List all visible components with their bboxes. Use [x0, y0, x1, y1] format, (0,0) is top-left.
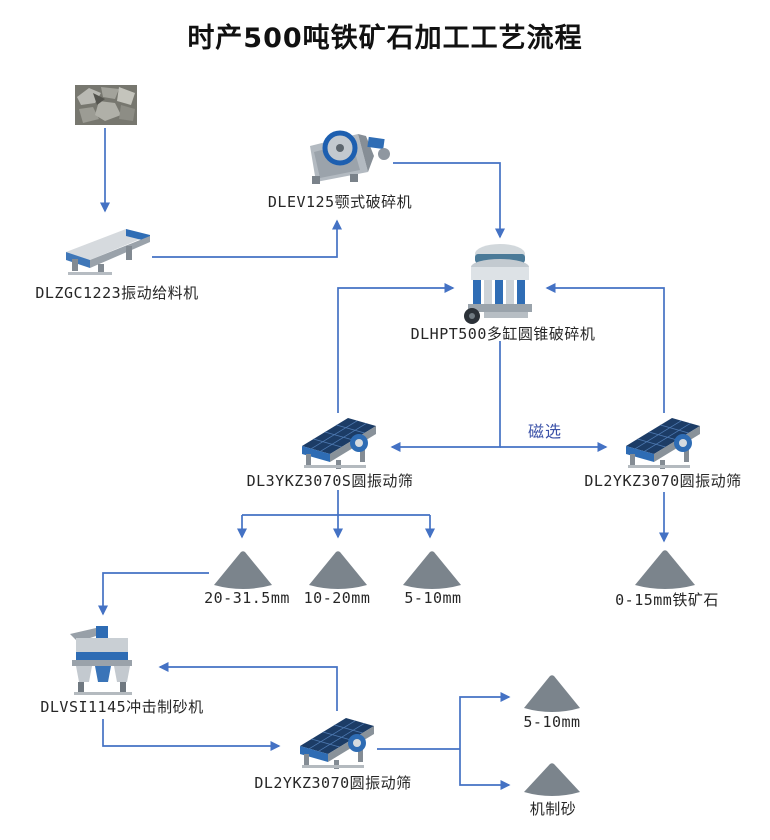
stockpile-machine-sand [524, 763, 580, 796]
stockpile-0-15mm-iron-ore [635, 550, 695, 589]
jaw-crusher-image [310, 130, 390, 184]
arrow-bottomscreen-recycle [158, 662, 338, 711]
sand-maker-image [70, 626, 132, 695]
label-screen-left: DL3YKZ3070S圆振动筛 [246, 472, 414, 490]
line-screen-left-manifold [242, 490, 430, 516]
vibrating-screen-bottom-image [294, 712, 380, 770]
arrow-sandmaker-to-bottomscreen [102, 719, 281, 751]
cone-crusher-image [464, 244, 532, 324]
label-screen-right: DL2YKZ3070圆振动筛 [584, 472, 742, 490]
label-screen-bottom: DL2YKZ3070圆振动筛 [254, 774, 412, 792]
arrow-feeder-to-jaw [152, 219, 342, 258]
arrow-cone-to-screen-left [390, 341, 501, 452]
label-product-10-20mm: 10-20mm [303, 589, 371, 607]
label-product-machine-sand: 机制砂 [529, 800, 577, 818]
stockpiles [214, 550, 695, 796]
stockpile-10-20mm [309, 551, 367, 589]
stockpile-5-10mm [403, 551, 461, 589]
stockpile-5-10mm-sand [524, 675, 580, 712]
label-magnetic-separation: 磁选 [527, 422, 563, 441]
label-product-0-15mm-iron-ore: 0-15mm铁矿石 [615, 591, 719, 609]
label-jaw-crusher: DLEV125颚式破碎机 [267, 193, 413, 211]
vibrating-feeder-image [66, 229, 150, 275]
label-product-5-10mm: 5-10mm [404, 589, 462, 607]
stockpile-20-31.5mm [214, 551, 272, 589]
arrow-pile20-to-sandmaker [98, 572, 209, 616]
arrow-fork-to-sand [459, 749, 511, 790]
arrow-jaw-to-cone [393, 162, 505, 239]
arrow-fork-to-5-10 [459, 692, 511, 749]
arrow-screen-right-recycle [545, 283, 665, 413]
label-sand-maker: DLVSI1145冲击制砂机 [40, 698, 204, 716]
label-feeder: DLZGC1223振动给料机 [35, 284, 199, 302]
label-cone-crusher: DLHPT500多缸圆锥破碎机 [410, 325, 596, 343]
raw-iron-ore-image [75, 85, 137, 125]
arrow-screen-left-recycle [337, 283, 455, 413]
label-product-20-31.5mm: 20-31.5mm [204, 589, 290, 607]
page-title: 时产500吨铁矿石加工工艺流程 [187, 23, 583, 54]
vibrating-screen-right-image [620, 412, 706, 470]
label-product-5-10mm-sand: 5-10mm [523, 713, 581, 731]
vibrating-screen-left-image [296, 412, 382, 470]
